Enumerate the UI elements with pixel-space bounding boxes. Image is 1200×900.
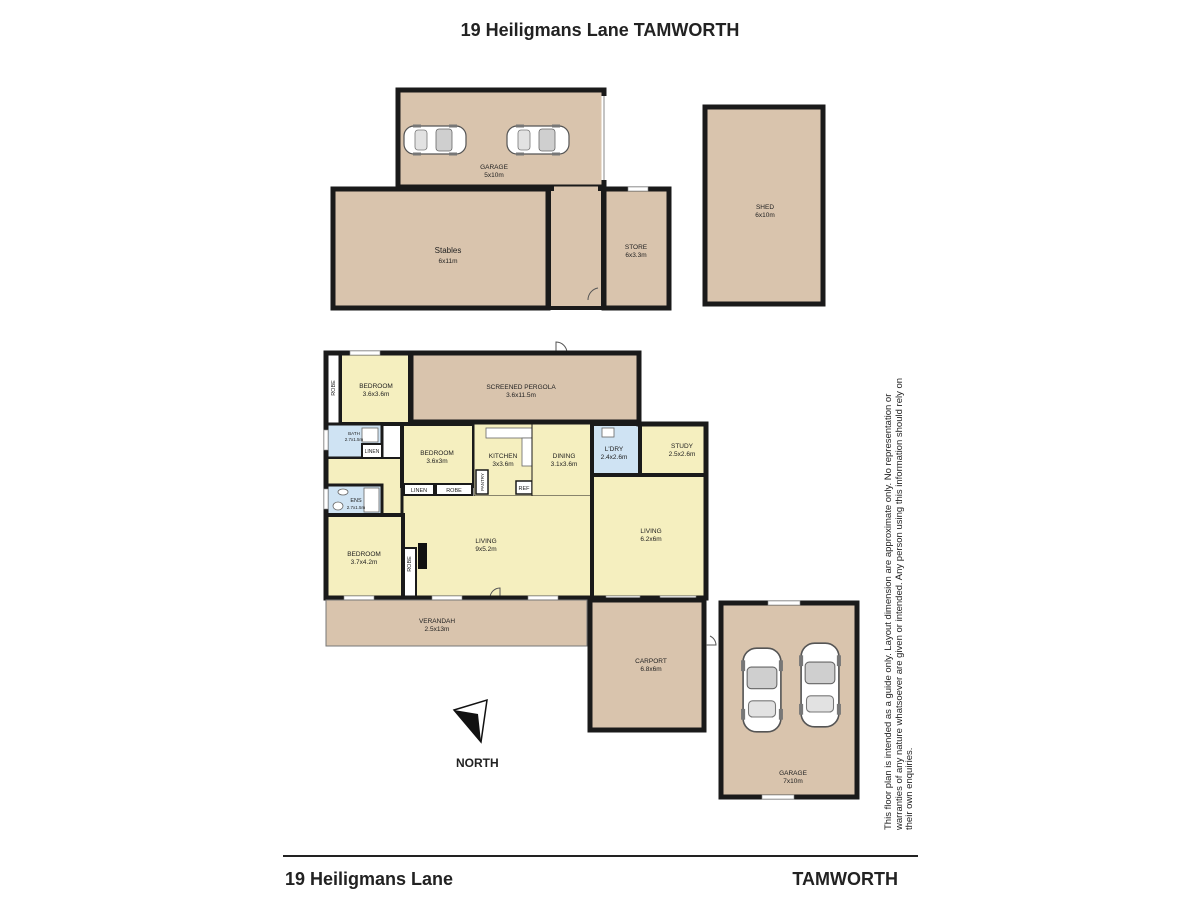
bedroom2-size: 3.6x3m (426, 458, 447, 465)
dining-size: 3.1x3.6m (551, 461, 578, 468)
kitchen-bench-side (521, 437, 533, 467)
robe2-room (435, 483, 473, 496)
footer-town: TAMWORTH (792, 869, 898, 889)
disclaimer-text: This floor plan is intended as a guide o… (883, 377, 915, 830)
linen2-room (403, 483, 435, 496)
living1-size: 9x5.2m (475, 546, 496, 553)
shed-size: 6x10m (755, 212, 775, 219)
study-label: STUDY (671, 443, 694, 450)
ens-label: ENS (350, 498, 362, 504)
bath-size: 2.7x1.5m (345, 437, 364, 442)
living1-label: LIVING (475, 538, 496, 545)
pergola-label: SCREENED PERGOLA (486, 384, 556, 391)
window (527, 595, 559, 601)
basin-icon (337, 488, 349, 496)
garage-top-size: 5x10m (484, 172, 504, 179)
living2-size: 6.2x6m (640, 536, 661, 543)
bedroom3-label: BEDROOM (347, 551, 381, 558)
robe1-label: ROBE (331, 380, 337, 396)
garage-top-label: GARAGE (480, 164, 508, 171)
car-icon (740, 647, 784, 733)
car-icon (506, 123, 570, 157)
passage-room (547, 187, 605, 310)
north-label: NORTH (456, 756, 499, 770)
bedroom2-room (400, 422, 476, 488)
bedroom3-size: 3.7x4.2m (351, 559, 378, 566)
window (349, 350, 381, 356)
linen2-label: LINEN (411, 488, 427, 494)
stables-room (330, 186, 551, 311)
bedroom1-size: 3.6x3.6m (363, 391, 390, 398)
bedroom1-label: BEDROOM (359, 383, 393, 390)
kitchen-size: 3x3.6m (492, 461, 513, 468)
dining-room (531, 423, 593, 497)
car-icon (403, 123, 467, 157)
stables-label: Stables (435, 246, 462, 255)
window (343, 595, 375, 601)
carport-label: CARPORT (635, 658, 667, 665)
shower-tray (361, 427, 379, 443)
garage-bottom-window-top (767, 600, 801, 606)
car-icon (798, 642, 842, 728)
study-size: 2.5x2.6m (669, 451, 696, 458)
linen1-label: LINEN (365, 449, 380, 455)
carport-area (587, 597, 707, 733)
dining-label: DINING (553, 453, 576, 460)
living2-label: LIVING (640, 528, 661, 535)
fireplace-icon (418, 543, 427, 569)
laundry-size: 2.4x2.6m (601, 454, 628, 461)
verandah-size: 2.5x13m (425, 626, 450, 633)
ref-label: REF (519, 486, 531, 492)
window (431, 595, 463, 601)
footer-address: 19 Heiligmans Lane (285, 869, 454, 889)
pantry-label: PANTRY (480, 473, 485, 491)
footer-divider (283, 855, 918, 857)
robe3-label: ROBE (407, 556, 413, 572)
toilet-icon (332, 501, 344, 511)
stables-size: 6x11m (438, 258, 457, 265)
window (323, 488, 329, 510)
robe2-label: ROBE (446, 488, 462, 494)
shed-label: SHED (756, 204, 774, 211)
window (323, 429, 329, 451)
bedroom2-label: BEDROOM (420, 450, 454, 457)
kitchen-bench (485, 427, 533, 439)
house-outer-wall (323, 350, 709, 601)
plan-title: 19 Heiligmans Lane TAMWORTH (460, 20, 740, 40)
verandah-area (325, 599, 588, 647)
garage-bottom-label: GARAGE (779, 770, 807, 777)
store-size: 6x3.3m (625, 252, 646, 259)
verandah-label: VERANDAH (419, 618, 455, 625)
pantry-room (475, 469, 489, 495)
ens-shower-tray (363, 487, 380, 513)
north-arrow-icon-fill (454, 710, 481, 742)
garage-bottom-window-bottom (761, 794, 795, 800)
shed-room (702, 104, 826, 307)
store-label: STORE (625, 244, 648, 251)
passage-door-swing (587, 287, 599, 301)
laundry-label: L'DRY (605, 446, 624, 453)
carport-door-swing (706, 635, 717, 646)
carport-size: 6.8x6m (640, 666, 661, 673)
ens-size: 2.7x1.5m (347, 505, 366, 510)
living2-room (590, 473, 708, 600)
garage-bottom-size: 7x10m (783, 778, 803, 785)
bath-label: BATH (348, 431, 360, 436)
pergola-size: 3.6x11.5m (506, 392, 536, 399)
kitchen-label: KITCHEN (489, 453, 518, 460)
store-window (627, 186, 649, 192)
laundry-tub (601, 427, 615, 438)
living1-room (402, 496, 592, 598)
